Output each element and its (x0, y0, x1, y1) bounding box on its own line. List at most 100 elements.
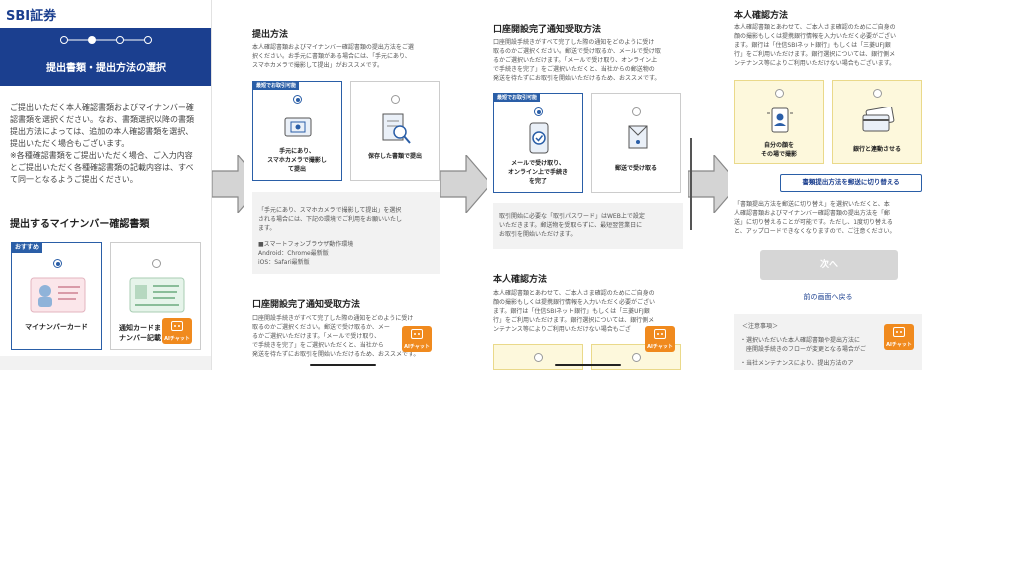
home-indicator (555, 364, 621, 366)
section-line: るかご選択いただけます。「メールで受け取り、 (252, 333, 381, 340)
radio-unselected[interactable] (632, 353, 641, 362)
caution-line: 座開設手続きのフローが変更となる場合がご (740, 346, 866, 353)
radio-unselected[interactable] (391, 95, 400, 104)
intro-line: 口座開設手続きがすべて完了した際の通知をどのように受け (493, 39, 655, 46)
note-line: ます。 (258, 225, 276, 232)
note-line: いただきます。郵送物を受取らずに、最短翌営業日に (499, 222, 643, 229)
note-line: お取引を開始いただけます。 (499, 231, 577, 238)
radio-unselected[interactable] (632, 107, 641, 116)
note-line: と、アップロードできなくなりますので、ご注意ください。 (734, 228, 896, 235)
intro-line: 本人確認書類およびマイナンバー確認書類の提出方法をご選 (252, 44, 414, 51)
id-card-icon (30, 277, 86, 313)
ai-chat-label: AIチャット (404, 344, 430, 350)
radio-unselected[interactable] (873, 89, 882, 98)
mynumber-card-option[interactable]: おすすめ マイナンバーカード (11, 242, 102, 350)
note-line: 取引開始に必要な「取引パスワード」はWEB上で設定 (499, 213, 645, 220)
notification-card-option[interactable]: 通知カードま ナンバー記載 (110, 242, 201, 350)
camera-submit-option[interactable]: 最短でお取引可能 手元にあり、 スマホカメラで撮影し て提出 (252, 81, 342, 181)
intro-line: スマホカメラで撮影して提出」がおススメです。 (252, 62, 384, 69)
robot-icon (411, 329, 423, 339)
radio-unselected[interactable] (775, 89, 784, 98)
envelope-icon (628, 125, 648, 149)
screen-submission-method: 提出方法 本人確認書類およびマイナンバー確認書類の提出方法をご選 択ください。お… (244, 0, 442, 370)
intro-text: 本人確認書類とあわせて、ご本人さま確認のためにご自身の 顔の撮影もしくは提携銀行… (734, 23, 928, 68)
saved-document-option[interactable]: 保存した書類で提出 (350, 81, 440, 181)
ai-chat-label: AIチャット (647, 344, 673, 350)
ai-chat-button[interactable]: AIチャット (884, 324, 914, 350)
option-label-line: スマホカメラで撮影し (267, 157, 327, 164)
radio-selected[interactable] (293, 95, 302, 104)
ai-chat-button[interactable]: AIチャット (162, 318, 192, 344)
bank-cards-icon (862, 107, 895, 132)
intro-line: 本人確認書類とあわせて、ご本人さま確認のためにご自身の (734, 24, 896, 31)
intro-line: 認書類を選択ください。なお、書類選択以降の書類 (10, 115, 194, 124)
postal-notification-option[interactable]: 郵送で受け取る (591, 93, 681, 193)
card-label-line: ナンバー記載 (119, 334, 161, 342)
bottom-divider (0, 356, 211, 370)
smartphone-camera-icon (284, 117, 312, 137)
env-android: Android：Chrome最新版 (258, 250, 329, 257)
password-note-box: 取引開始に必要な「取引パスワード」はWEB上で設定 いただきます。郵送物を受取ら… (493, 203, 683, 249)
intro-line: 発送を待たずにお取引を開始いただけるため、おススメです。 (493, 75, 661, 82)
arrow-right-icon (688, 155, 740, 213)
robot-icon (171, 321, 183, 331)
radio-selected[interactable] (534, 107, 543, 116)
step-header: 提出書類・提出方法の選択 (0, 28, 211, 86)
section-line: 発送を待たずにお取引を開始いただけるため、おススメです。 (252, 351, 420, 358)
face-photo-option[interactable] (493, 344, 583, 370)
section-text: 口座開設手続きがすべて完了した際の通知をどのように受け 取るのかご選択ください。… (252, 314, 440, 359)
face-capture-icon (767, 107, 793, 133)
intro-line: るかご選択いただけます。「メールで受け取り、オンライン上 (493, 57, 658, 64)
option-label-line: メールで受け取り、 (511, 160, 565, 167)
intro-line: とご提出いただく各種確認書類の記載内容は、すべ (10, 163, 194, 172)
section-title: 提出するマイナンバー確認書類 (10, 219, 150, 230)
section-line: 顔の撮影もしくは提携銀行情報を入力いただく必要がござい (493, 299, 656, 306)
back-link[interactable]: 前の画面へ戻る (803, 293, 853, 301)
face-photo-option[interactable]: 自分の顔を その場で撮影 (734, 80, 824, 164)
radio-unselected[interactable] (152, 259, 161, 268)
option-label-line: 手元にあり、 (279, 148, 315, 155)
section-title: 口座開設完了通知受取方法 (493, 25, 602, 35)
ai-chat-button[interactable]: AIチャット (402, 326, 432, 352)
section-line: で手続きを完了」をご選択いただくと、当社から (252, 342, 384, 349)
switch-to-postal-button[interactable]: 書類提出方法を郵送に切り替える (780, 174, 922, 192)
intro-text: 本人確認書類およびマイナンバー確認書類の提出方法をご選 択ください。お手元に書類… (252, 43, 440, 70)
ai-chat-button[interactable]: AIチャット (645, 326, 675, 352)
intro-line: ご提出いただく本人確認書類およびマイナンバー確 (10, 103, 194, 112)
next-button[interactable]: 次へ (760, 250, 898, 280)
bank-link-option[interactable]: 銀行と連動させる (832, 80, 922, 164)
radio-unselected[interactable] (534, 353, 543, 362)
recommend-badge: おすすめ (12, 243, 43, 253)
intro-text: 口座開設手続きがすべて完了した際の通知をどのように受け 取るのかご選択ください。… (493, 38, 683, 83)
intro-text: ご提出いただく本人確認書類およびマイナンバー確 認書類を選択ください。なお、書類… (10, 102, 208, 186)
sbi-logo: SBI証券 (6, 9, 57, 24)
option-label-line: その場で撮影 (760, 151, 797, 158)
radio-selected[interactable] (53, 259, 62, 268)
option-label-line: オンライン上で手続き (507, 169, 568, 176)
note-line: 「手元にあり、スマホカメラで撮影して提出」を選択 (258, 207, 402, 214)
fastest-badge: 最短でお取引可能 (253, 82, 300, 90)
note-line: 人確認書類およびマイナンバー確認書類の提出方法を「郵 (734, 210, 890, 217)
arrow-right-icon (440, 155, 492, 213)
step-progress-indicator (60, 36, 152, 44)
fastest-badge: 最短でお取引可能 (494, 94, 541, 102)
section-title: 本人確認方法 (493, 275, 548, 285)
card-label: マイナンバーカード (25, 323, 88, 331)
note-line: される場合には、下記の環境でご利用をお願いいたし (258, 216, 403, 223)
email-notification-option[interactable]: 最短でお取引可能 メールで受け取り、 オンライン上で手続き を完了 (493, 93, 583, 193)
note-line: 「書類提出方法を郵送に切り替え」を選択いただくと、本 (734, 201, 890, 208)
caution-title: ＜注意事項＞ (742, 323, 779, 330)
document-search-icon (382, 113, 411, 144)
screen-notification-method: 口座開設完了通知受取方法 口座開設手続きがすべて完了した際の通知をどのように受け… (487, 0, 685, 370)
caution-box: ＜注意事項＞ ・選択いただいた本人確認書類や提出方法に 座開設手続きのフローが変… (734, 314, 922, 370)
option-label: 保存した書類で提出 (367, 153, 422, 160)
option-label: 銀行と連動させる (852, 146, 901, 153)
section-title: 提出方法 (252, 30, 289, 40)
robot-icon (893, 327, 905, 337)
intro-line: て同一となるようご提出ください。 (10, 175, 138, 184)
env-ios: iOS：Safari最新版 (258, 259, 310, 266)
divider-line (690, 138, 692, 230)
section-line: 口座開設手続きがすべて完了した際の通知をどのように受け (252, 315, 414, 322)
section-text: 本人確認書類とあわせて、ご本人さま確認のためにご自身の 顔の撮影もしくは提携銀行… (493, 289, 683, 334)
card-label-line: 通知カードま (119, 324, 161, 332)
